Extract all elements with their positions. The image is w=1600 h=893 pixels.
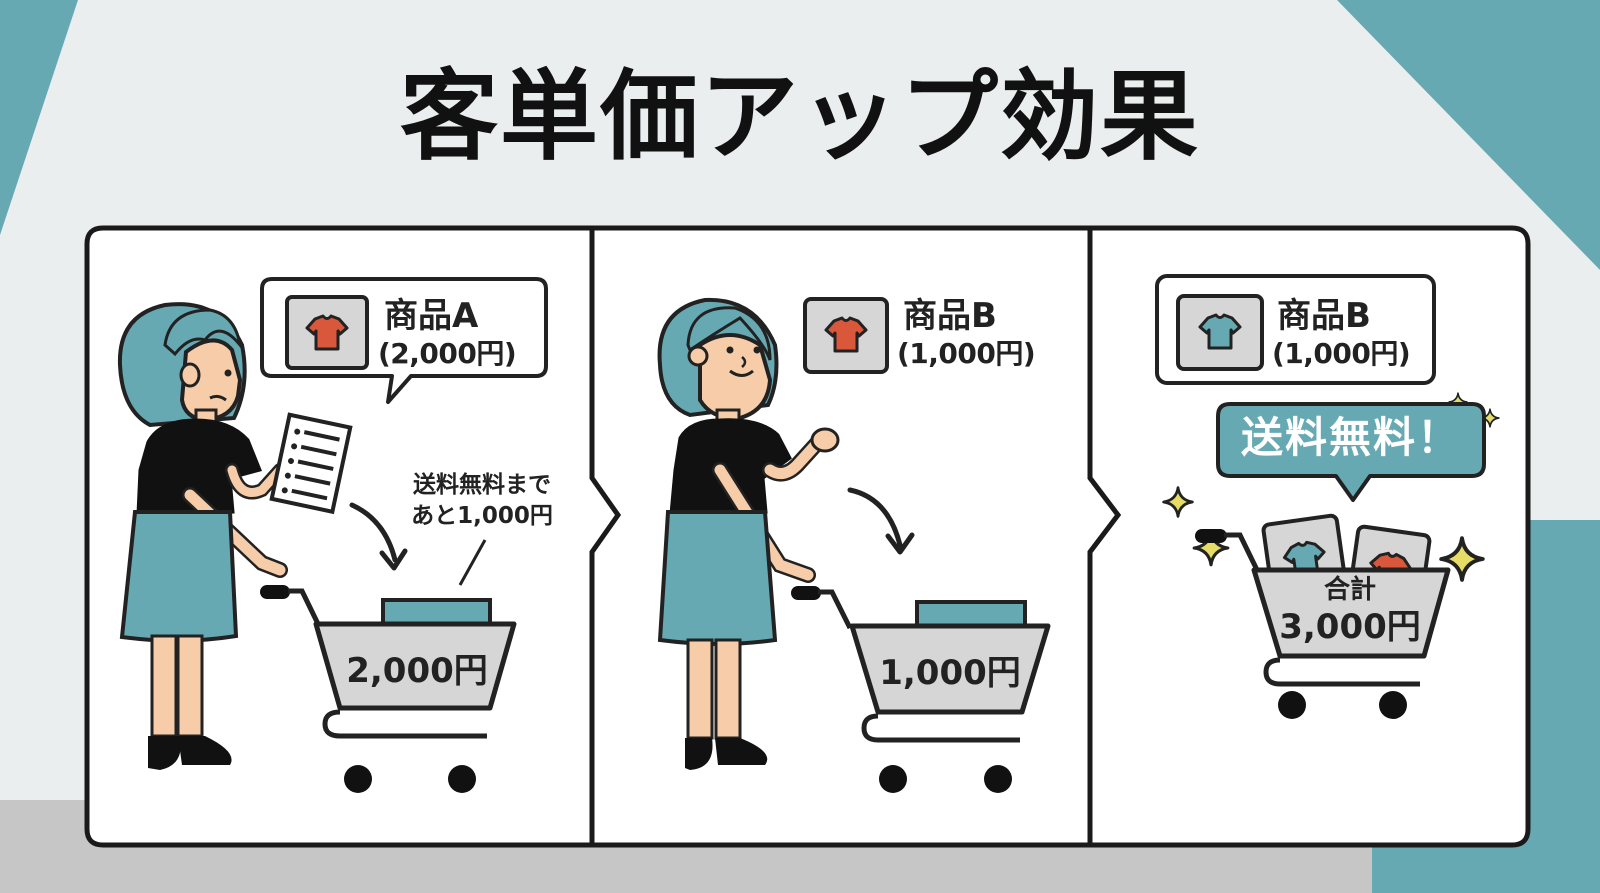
bg-teal-corner-left [0, 0, 78, 235]
product-b-price: (1,000円) [897, 337, 1036, 370]
cart-amount-2: 1,000円 [879, 653, 1021, 693]
shopping-cart-full [1195, 513, 1451, 719]
panel-3 [1155, 274, 1500, 719]
free-shipping-badge: 送料無料！ [1240, 413, 1461, 462]
product-b-price-panel3: (1,000円) [1272, 337, 1411, 370]
shopper-worried [117, 302, 353, 770]
arrow-into-cart-icon [847, 487, 903, 548]
free-shipping-bubble [1216, 402, 1486, 502]
cart-total-label: 合計 [1323, 575, 1376, 605]
page-title: 客単価アップ効果 [399, 60, 1200, 174]
arrow-into-cart-icon [349, 502, 398, 563]
product-a-name: 商品A [384, 296, 479, 336]
shopping-cart [260, 585, 517, 793]
panel-divider-1 [589, 228, 622, 845]
product-b-name-panel3: 商品B [1277, 296, 1371, 336]
note-line-1: 送料無料まで [413, 472, 551, 498]
note-line-2: あと1,000円 [411, 503, 553, 530]
cart-amount-1: 2,000円 [346, 651, 488, 691]
bg-teal-corner-right [1337, 0, 1600, 270]
shopping-cart [791, 586, 1051, 793]
cart-total-amount: 3,000円 [1279, 607, 1421, 647]
panel-2 [657, 297, 1051, 793]
shopper-happy [657, 297, 840, 770]
note-pointer [458, 539, 487, 586]
product-b-name: 商品B [903, 296, 997, 336]
panel-1 [117, 277, 548, 793]
product-a-price: (2,000円) [378, 337, 517, 370]
panel-divider-2 [1087, 228, 1122, 845]
free-shipping-remaining-note: 送料無料まで あと1,000円 [392, 470, 572, 532]
